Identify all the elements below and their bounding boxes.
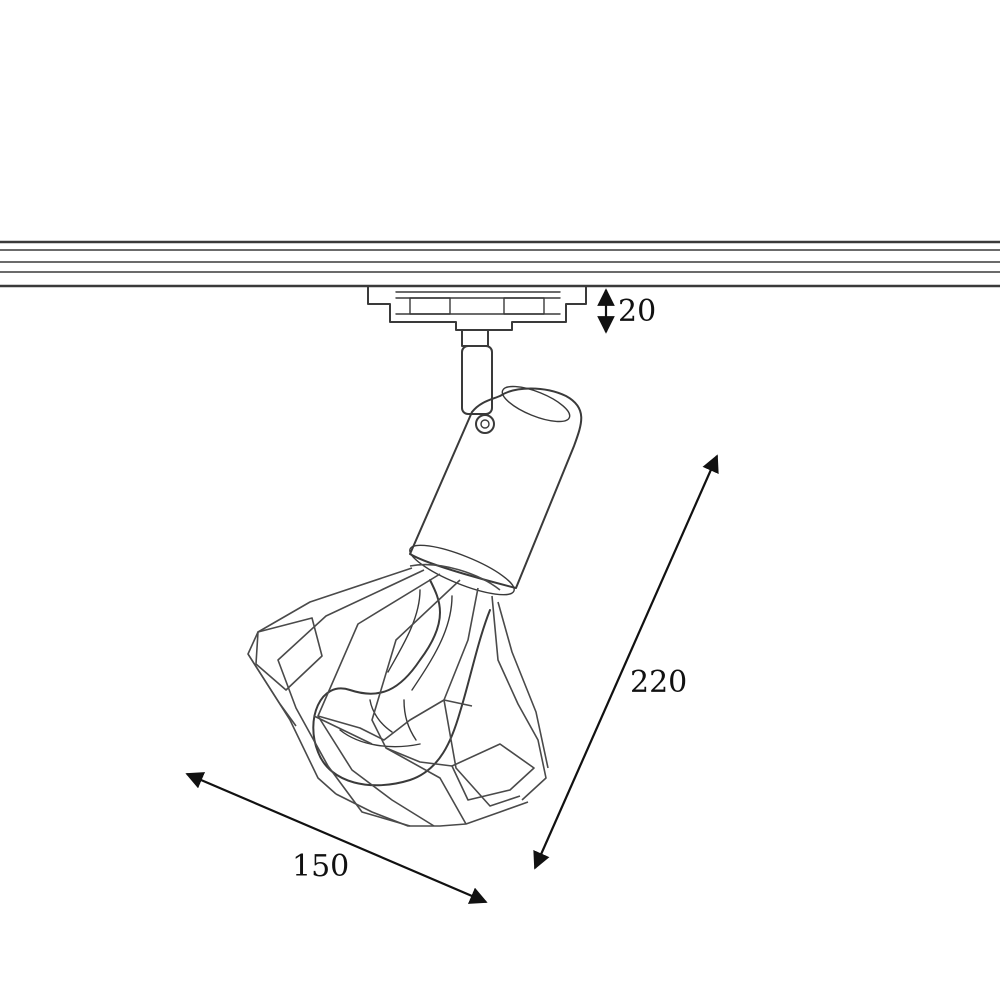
track-adapter (367, 285, 587, 331)
dimension-cage-width: 150 (185, 772, 488, 904)
dimension-fixture-length: 220 (533, 454, 719, 870)
label-20: 20 (618, 294, 656, 329)
wire-cage (247, 563, 549, 827)
track-rail (0, 240, 1000, 288)
label-150: 150 (292, 849, 349, 884)
label-220: 220 (630, 665, 687, 700)
dimension-adapter-height: 20 (597, 288, 656, 334)
lamp-body (409, 385, 583, 596)
swivel-stem (461, 329, 495, 434)
